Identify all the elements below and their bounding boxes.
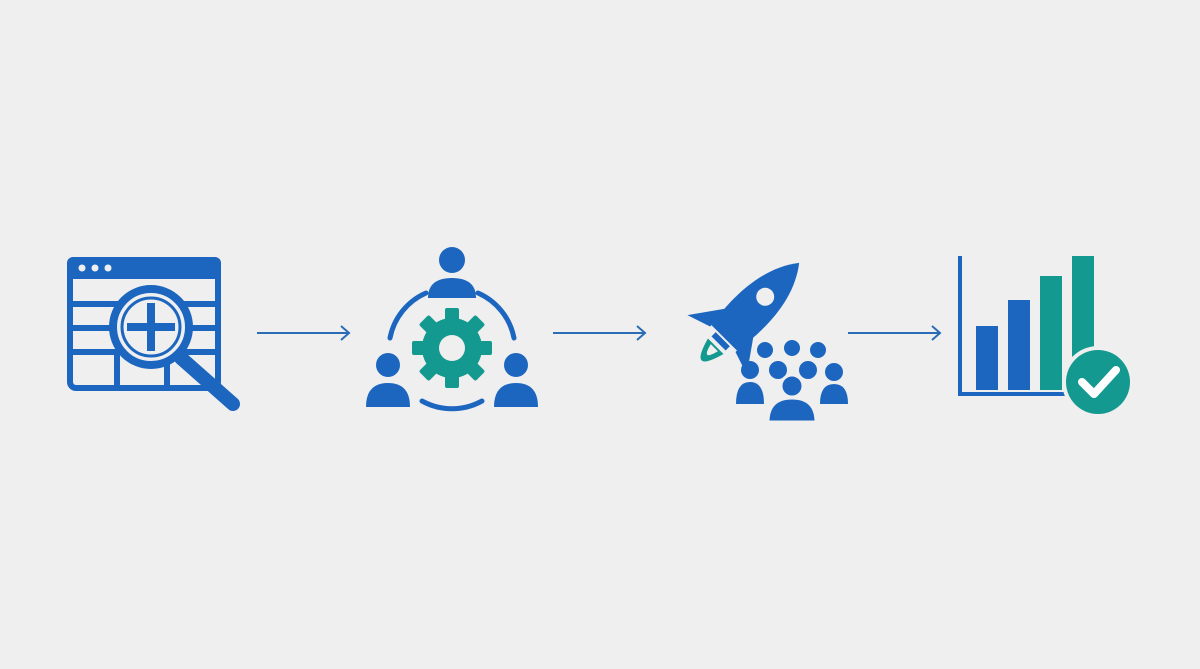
right-arrow-icon: [257, 325, 351, 341]
step-collaborate: [352, 230, 552, 430]
connector-arrow-1: [255, 318, 355, 348]
connector-arrow-3: [846, 318, 946, 348]
step-discover: [55, 230, 255, 430]
team-gear-collaboration-icon: [366, 247, 538, 412]
bar-chart-success-icon: [958, 256, 1134, 418]
browser-search-add-icon: [67, 257, 240, 411]
step-success: [948, 230, 1148, 430]
right-arrow-icon: [848, 325, 942, 341]
step-launch: [652, 230, 852, 430]
rocket-launch-audience-icon: [687, 262, 848, 424]
connector-arrow-2: [551, 318, 651, 348]
right-arrow-icon: [553, 325, 647, 341]
